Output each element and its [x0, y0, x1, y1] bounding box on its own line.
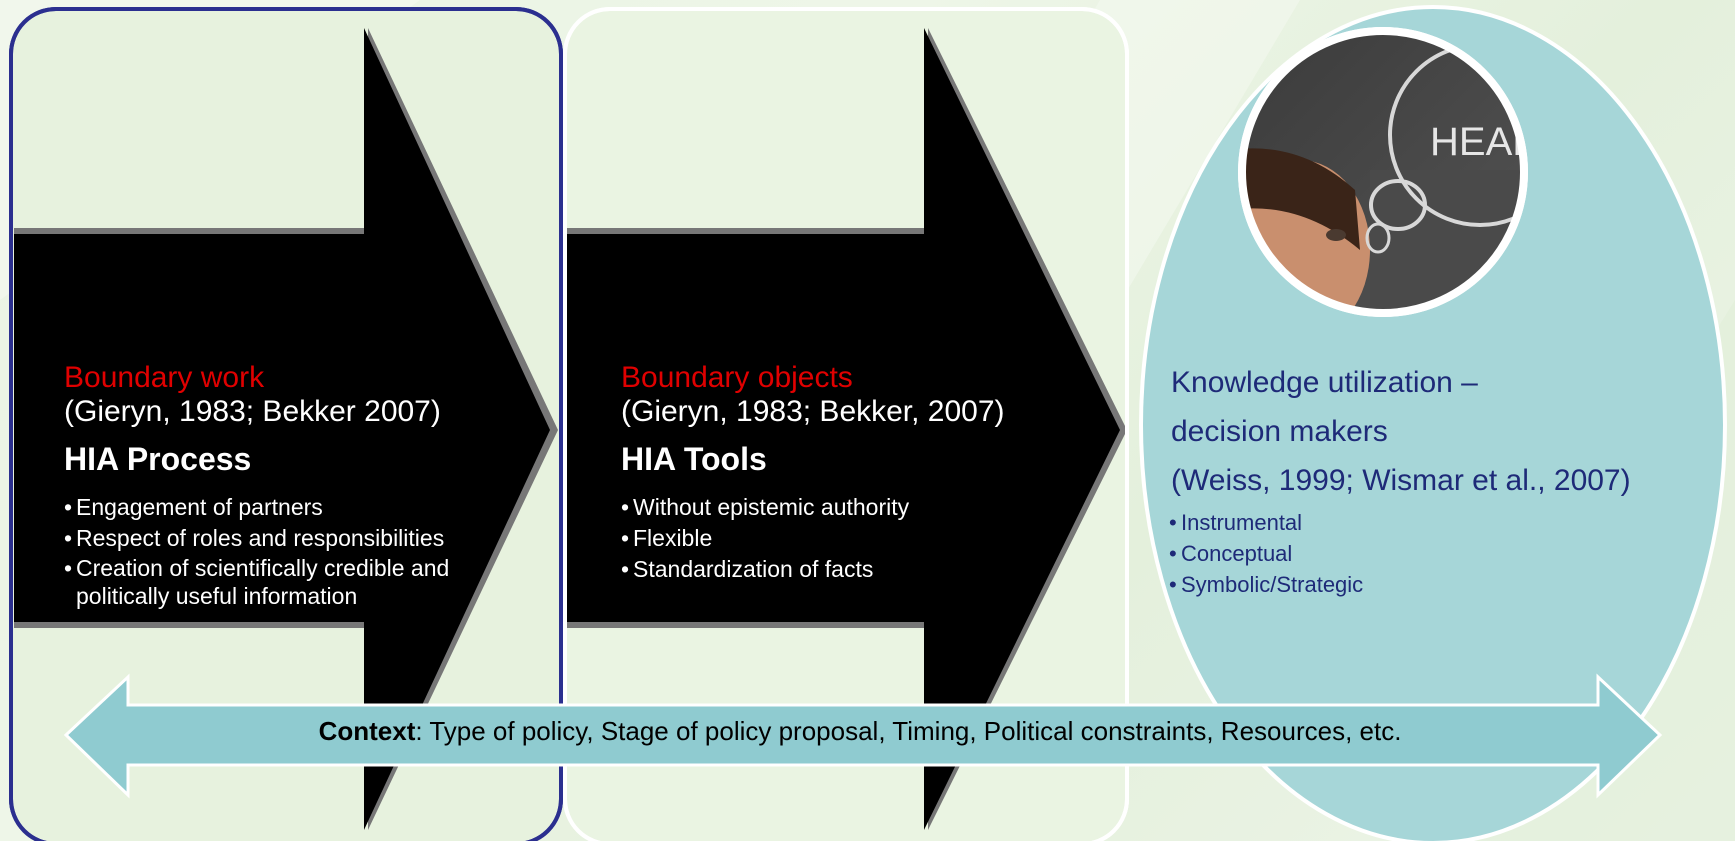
- knowledge-utilization: Knowledge utilization – decision makers …: [1169, 358, 1631, 600]
- arrow-process: [14, 28, 550, 830]
- boundary-work-citation: (Gieryn, 1983; Bekker 2007): [64, 395, 441, 428]
- hia-tools-title: HIA Tools: [621, 441, 767, 477]
- list-item: Engagement of partners: [64, 492, 516, 523]
- list-item: Creation of scientifically credible and …: [64, 554, 516, 610]
- boundary-objects-citation: (Gieryn, 1983; Bekker, 2007): [621, 395, 1005, 428]
- knowledge-citation: (Weiss, 1999; Wismar et al., 2007): [1171, 464, 1631, 497]
- arrow-tools: [565, 28, 1120, 830]
- knowledge-line-1: Knowledge utilization –: [1171, 366, 1478, 399]
- list-item: Respect of roles and responsibilities: [64, 523, 516, 554]
- knowledge-line-2: decision makers: [1171, 415, 1388, 448]
- list-item: Symbolic/Strategic: [1169, 569, 1631, 600]
- context-description: : Type of policy, Stage of policy propos…: [415, 716, 1402, 746]
- context-label: Context: [318, 716, 416, 746]
- knowledge-bullet-list: Instrumental Conceptual Symbolic/Strateg…: [1169, 507, 1631, 600]
- hia-process-title: HIA Process: [64, 441, 252, 477]
- context-text: Context: Type of policy, Stage of policy…: [120, 716, 1600, 747]
- list-item: Flexible: [621, 523, 1005, 554]
- panel-tools: Boundary objects (Gieryn, 1983; Bekker, …: [621, 361, 1005, 585]
- svg-text:HEALTH: HEALTH: [1430, 120, 1585, 164]
- panel-process: Boundary work (Gieryn, 1983; Bekker 2007…: [64, 361, 516, 610]
- boundary-work-heading: Boundary work: [64, 361, 265, 394]
- process-bullet-list: Engagement of partners Respect of roles …: [64, 492, 516, 610]
- boundary-objects-heading: Boundary objects: [621, 361, 853, 394]
- list-item: Conceptual: [1169, 538, 1631, 569]
- context-double-arrow: [63, 673, 1663, 799]
- list-item: Without epistemic authority: [621, 492, 1005, 523]
- list-item: Standardization of facts: [621, 554, 1005, 585]
- tools-bullet-list: Without epistemic authority Flexible Sta…: [621, 492, 1005, 585]
- list-item: Instrumental: [1169, 507, 1631, 538]
